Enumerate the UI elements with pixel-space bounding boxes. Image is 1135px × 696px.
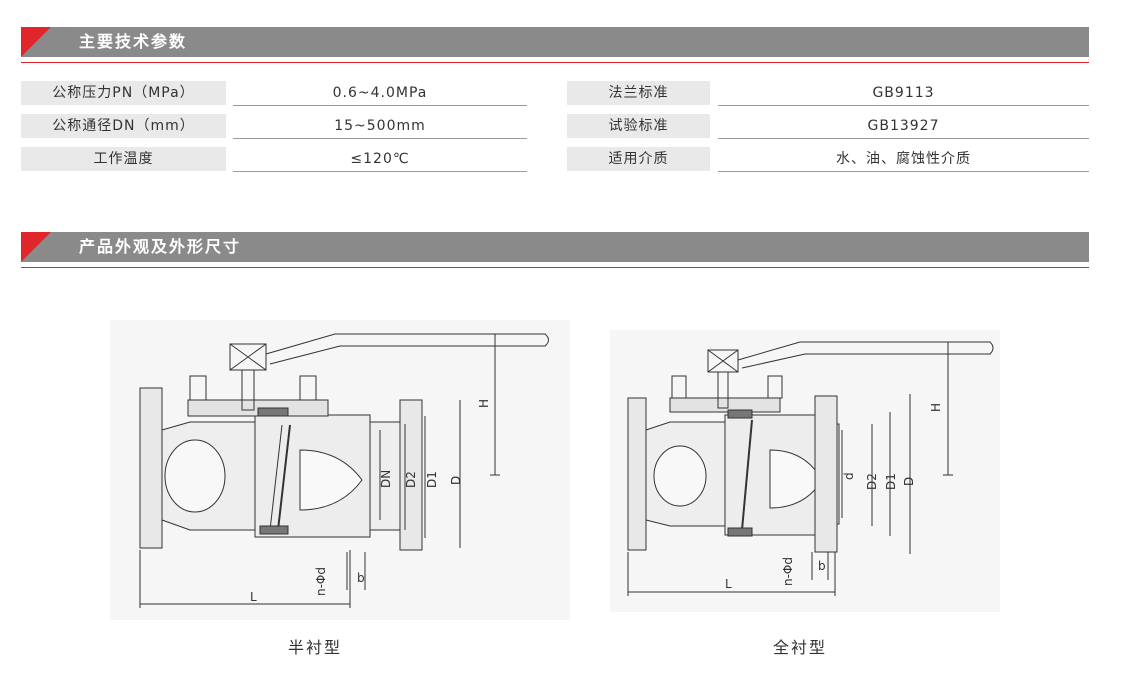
param-label: 法兰标准 xyxy=(567,81,710,105)
param-label: 适用介质 xyxy=(567,147,710,171)
section-title: 产品外观及外形尺寸 xyxy=(79,237,242,256)
dim-label-D2: D2 xyxy=(404,471,418,488)
section-divider xyxy=(21,267,1089,268)
half-lined-valve-drawing: H DN D2 D1 D n-Φd b L xyxy=(110,320,570,620)
param-value: GB13927 xyxy=(718,114,1089,139)
param-label: 试验标准 xyxy=(567,114,710,138)
dim-label-H: H xyxy=(477,399,491,408)
drawing-caption-left: 半衬型 xyxy=(287,638,342,657)
param-value: 0.6~4.0MPa xyxy=(233,81,527,106)
dim-label-D2: D2 xyxy=(865,473,879,490)
param-label: 公称通径DN（mm） xyxy=(21,114,226,138)
dim-label-L: L xyxy=(725,577,732,591)
dim-label-D1: D1 xyxy=(884,473,898,490)
dim-label-nd: n-Φd xyxy=(781,557,795,586)
dim-label-D1: D1 xyxy=(425,471,439,488)
dim-label-b: b xyxy=(357,571,365,585)
dim-label-nd: n-Φd xyxy=(314,567,328,596)
section-header-drawings: 产品外观及外形尺寸 xyxy=(21,232,1089,262)
dim-label-L: L xyxy=(250,590,257,604)
param-value: GB9113 xyxy=(718,81,1089,106)
dim-label-d: d xyxy=(842,472,856,480)
dim-label-D: D xyxy=(902,477,916,486)
section-divider xyxy=(21,62,1089,63)
param-value: ≤120℃ xyxy=(233,147,527,172)
section-header-specs: 主要技术参数 xyxy=(21,27,1089,57)
param-label: 公称压力PN（MPa） xyxy=(21,81,226,105)
dim-label-D: D xyxy=(449,476,463,485)
dim-label-H: H xyxy=(929,403,943,412)
param-value: 水、油、腐蚀性介质 xyxy=(718,147,1089,172)
accent-triangle xyxy=(21,27,51,57)
accent-triangle xyxy=(21,232,51,262)
param-value: 15~500mm xyxy=(233,114,527,139)
param-label: 工作温度 xyxy=(21,147,226,171)
dim-label-DN: DN xyxy=(379,470,393,488)
section-title: 主要技术参数 xyxy=(79,32,188,51)
drawing-caption-right: 全衬型 xyxy=(772,638,827,657)
full-lined-valve-drawing: H d D2 D1 D n-Φd b L xyxy=(610,330,1000,612)
dim-label-b: b xyxy=(818,559,826,573)
